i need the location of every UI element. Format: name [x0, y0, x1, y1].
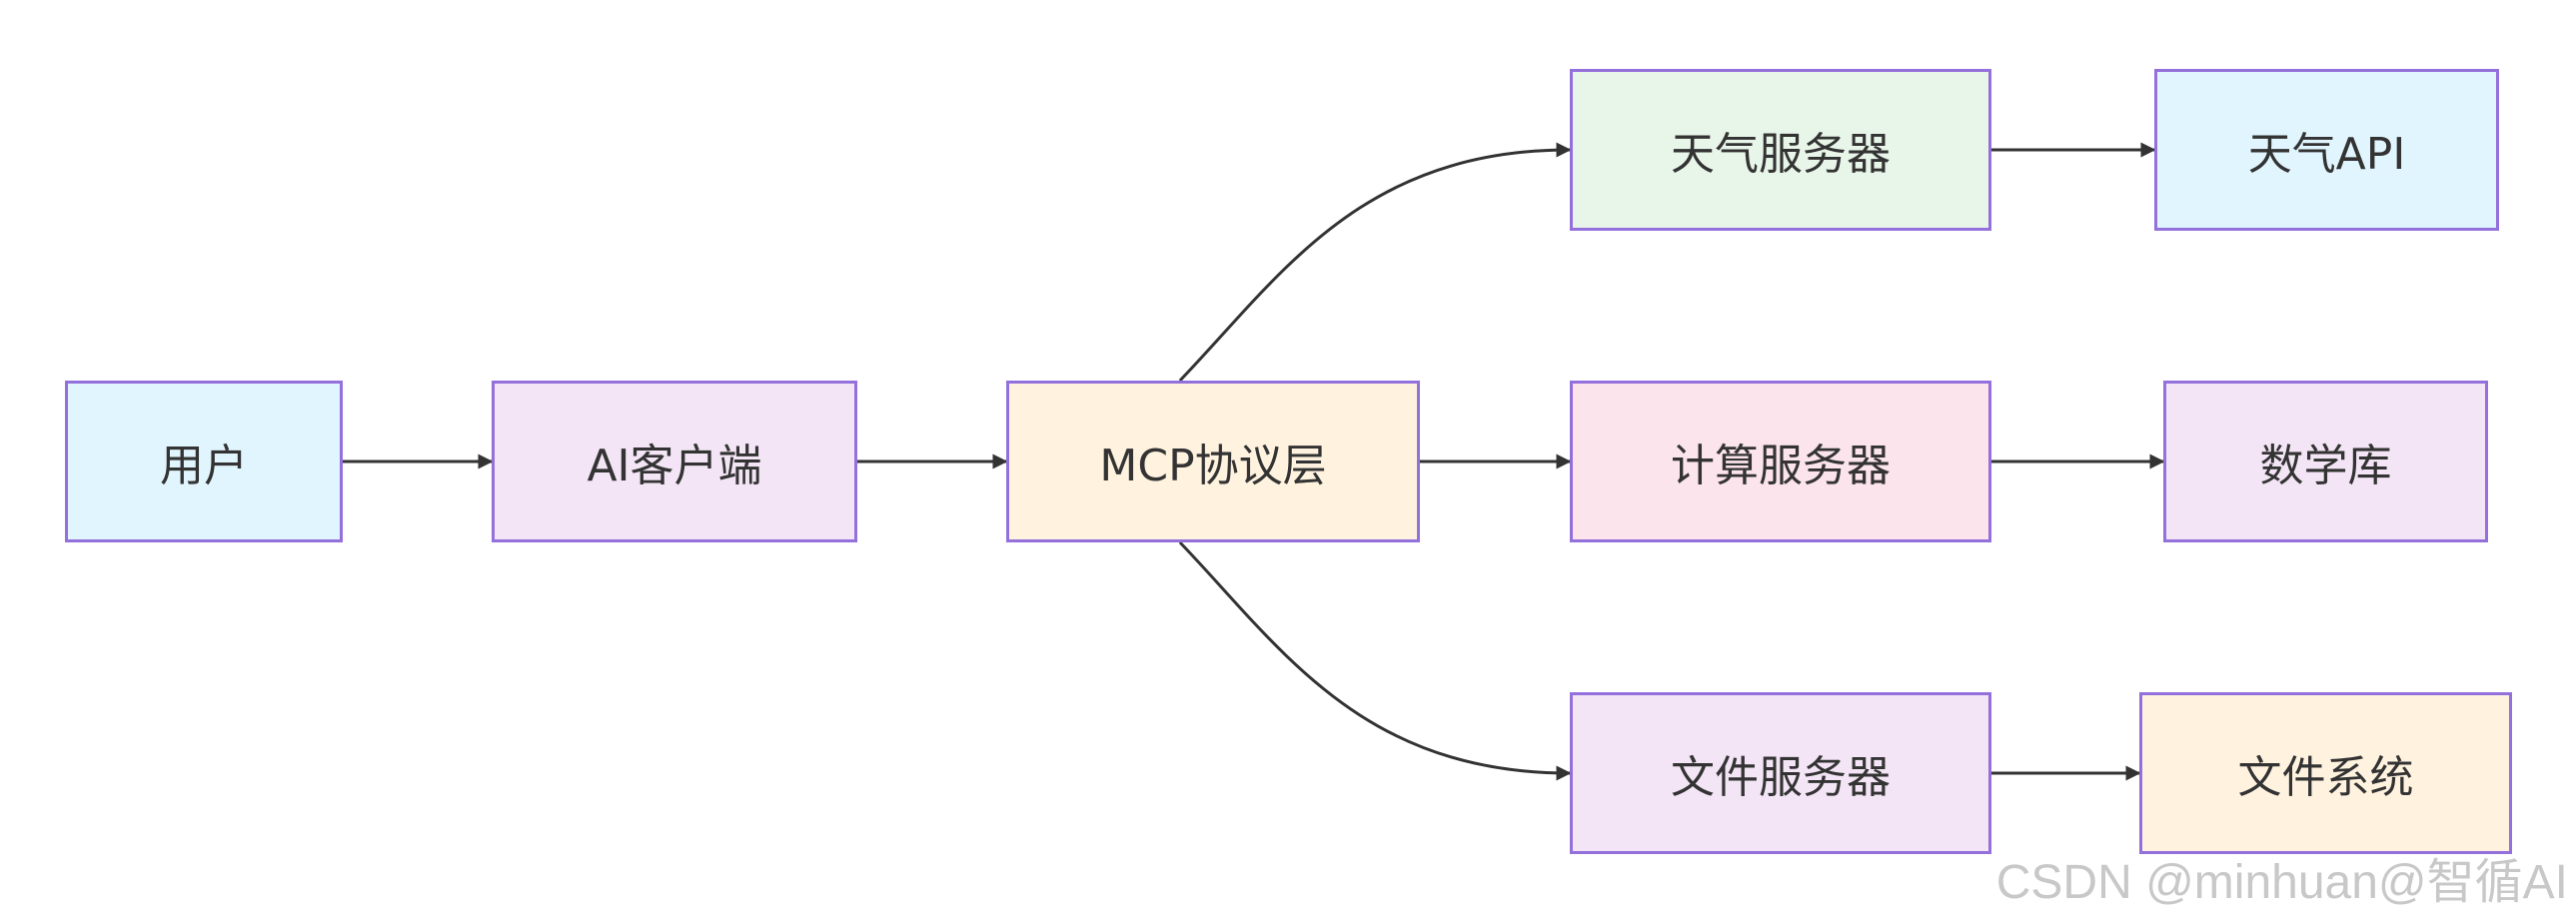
watermark: CSDN @minhuan@智循AI — [1995, 856, 2568, 909]
node-mcp-layer: MCP协议层 — [1006, 381, 1420, 542]
node-math-lib: 数学库 — [2163, 381, 2488, 542]
node-weather-server: 天气服务器 — [1570, 69, 1991, 231]
node-ai-client: AI客户端 — [492, 381, 857, 542]
edge-mcp-layer-to-file-server — [1178, 540, 1572, 781]
node-user: 用户 — [65, 381, 343, 542]
edge-mcp-layer-to-weather-server — [1178, 142, 1572, 383]
node-file-system: 文件系统 — [2139, 692, 2512, 854]
node-calc-server: 计算服务器 — [1570, 381, 1991, 542]
node-file-server: 文件服务器 — [1570, 692, 1991, 854]
node-weather-api: 天气API — [2154, 69, 2499, 231]
